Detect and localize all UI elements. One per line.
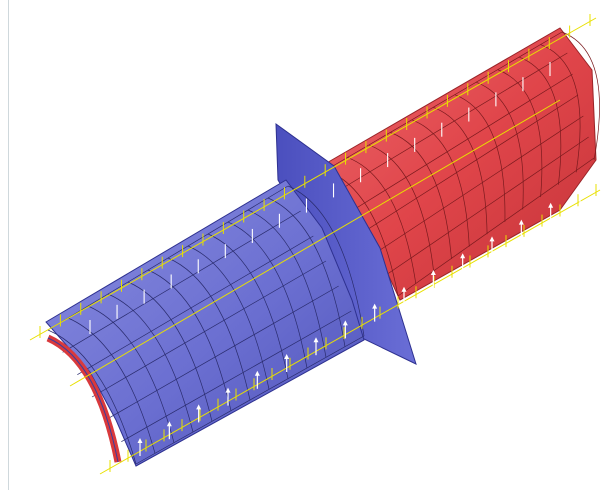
mesh-line bbox=[385, 136, 589, 276]
mesh-ring bbox=[287, 185, 365, 337]
mesh-ring bbox=[247, 209, 327, 358]
boundary-condition-icon bbox=[69, 99, 561, 387]
load-arrow-icon bbox=[460, 253, 466, 259]
left-pipe-surface bbox=[45, 179, 365, 467]
mesh-line bbox=[349, 73, 573, 213]
mesh-ring bbox=[433, 106, 488, 235]
mesh-ring bbox=[167, 257, 251, 401]
load-arrow-icon bbox=[372, 303, 378, 309]
boundary-condition-icon bbox=[29, 17, 597, 341]
mesh-line bbox=[77, 235, 314, 375]
left-pipe-mesh bbox=[47, 185, 365, 465]
load-arrow-icon bbox=[401, 286, 407, 292]
left-pipe-section bbox=[45, 179, 365, 467]
load-arrow-icon bbox=[518, 219, 524, 225]
load-arrow-icon bbox=[342, 320, 348, 326]
load-arrow-icon bbox=[430, 270, 436, 275]
mesh-ring bbox=[561, 31, 600, 161]
mesh-ring bbox=[187, 245, 270, 390]
load-arrow-icon bbox=[166, 421, 172, 427]
viewport-border bbox=[8, 0, 9, 490]
load-arrow-icon bbox=[577, 186, 583, 191]
mesh-line bbox=[106, 285, 339, 420]
mesh-ring bbox=[454, 94, 506, 222]
mesh-line bbox=[361, 94, 579, 234]
mesh-ring bbox=[390, 132, 452, 259]
mesh-ring bbox=[87, 305, 175, 443]
boundary-condition-icon bbox=[99, 189, 601, 475]
mesh-line bbox=[62, 210, 301, 353]
mesh-ring bbox=[67, 317, 156, 454]
load-arrow-icon bbox=[225, 387, 231, 393]
mesh-ring bbox=[497, 69, 543, 198]
load-arrow-icon bbox=[548, 202, 554, 208]
load-arrow-icon bbox=[137, 438, 143, 443]
mesh-ring bbox=[147, 269, 232, 411]
mesh-ring bbox=[127, 281, 213, 422]
load-arrow-icon bbox=[284, 354, 290, 359]
load-arrow-icon bbox=[313, 337, 319, 343]
mesh-line bbox=[325, 31, 563, 171]
boundary-conditions bbox=[29, 14, 601, 475]
mesh-ring bbox=[267, 197, 346, 347]
mesh-line bbox=[91, 260, 327, 398]
right-pipe-mesh bbox=[325, 31, 600, 297]
mesh-ring bbox=[476, 81, 524, 210]
mesh-ring bbox=[518, 56, 562, 185]
mesh-line bbox=[373, 115, 584, 255]
load-arrow-icon bbox=[196, 404, 202, 410]
mesh-ring bbox=[227, 221, 308, 369]
right-pipe-section bbox=[317, 27, 600, 301]
mesh-line bbox=[337, 52, 568, 192]
mesh-ring bbox=[107, 293, 194, 433]
mesh-ring bbox=[207, 233, 289, 379]
mesh-ring bbox=[540, 44, 581, 173]
mesh-line bbox=[397, 157, 595, 297]
mesh-line bbox=[121, 310, 352, 442]
load-arrow-icon bbox=[254, 370, 260, 376]
mesh-ring bbox=[47, 329, 137, 465]
load-arrow-icon bbox=[489, 236, 495, 242]
mesh-ring bbox=[411, 119, 470, 247]
load-arrows bbox=[89, 62, 583, 456]
